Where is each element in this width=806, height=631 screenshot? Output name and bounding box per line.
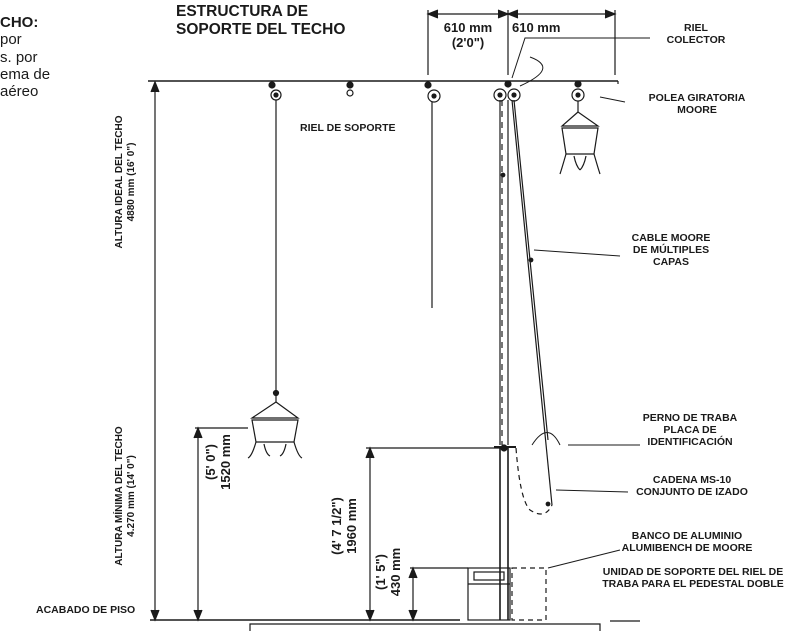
diagram-title: ESTRUCTURA DE SOPORTE DEL TECHO [176,3,345,39]
cable-line-2: DE MÚLTIPLES [632,244,710,257]
unidad-line-1: UNIDAD DE SOPORTE DEL RIEL DE [602,566,784,578]
altura-minima-line-1: ALTURA MÍNIMA DEL TECHO [114,426,125,566]
vlabel-altura-minima: ALTURA MÍNIMA DEL TECHO 4.270 mm (14' 0"… [114,396,137,596]
dim-1960-line-2: 1960 mm [343,498,359,554]
cadena-line-1: CADENA MS-10 [652,474,732,486]
acabado-text: ACABADO DE PISO [36,604,136,616]
sling-left [247,389,303,459]
dim-430-line-1: (1' 5") [373,554,388,590]
polea-line-2: MOORE [677,104,717,117]
dim-left-mm: 610 mm [443,20,493,35]
dim-right-610: 610 mm [512,20,561,36]
trolley-3 [424,81,441,103]
vlabel-1520: (5' 0") 1520 mm [203,402,234,522]
trolley-right [571,80,585,102]
perno-line-2: PLACA DE [663,424,717,437]
dim-left-610: 610 mm (2'0") [432,20,504,51]
perno-line-3: IDENTIFICACIÓN [647,436,733,449]
sling-right [559,101,601,175]
label-riel-colector: RIEL COLECTOR [656,22,736,46]
label-cadena: CADENA MS-10 CONJUNTO DE IZADO [624,474,760,498]
polea-line-1: POLEA GIRATORIA [648,92,746,104]
banco-line-1: BANCO DE ALUMINIO [631,530,743,542]
collector-pulley [493,80,521,102]
label-acabado: ACABADO DE PISO [36,604,135,616]
title-line-2: SOPORTE DEL TECHO [176,20,346,38]
riel-colector-line-2: COLECTOR [666,34,726,47]
altura-ideal-line-1: ALTURA IDEAL DEL TECHO [114,115,125,249]
trolley-2 [346,81,354,97]
corner-text: CHO: por s. por ema de aéreo [0,14,50,100]
title-line-1: ESTRUCTURA DE [176,3,309,20]
floor-plate [249,623,601,631]
corner-line-4: ema de [0,65,51,83]
dim-1520-line-1: (5' 0") [203,444,218,480]
trolley-1 [268,81,282,101]
vlabel-1960: (4' 7 1/2") 1960 mm [329,466,360,586]
dim-1520-line-2: 1520 mm [217,434,233,490]
corner-line-3: s. por [0,48,38,66]
cable-line-1: CABLE MOORE [631,232,711,244]
label-banco: BANCO DE ALUMINIO ALUMIBENCH DE MOORE [614,530,760,554]
riel-soporte-text: RIEL DE SOPORTE [300,122,396,134]
cadena-line-2: CONJUNTO DE IZADO [636,486,748,499]
dim-430-line-2: 430 mm [387,547,403,597]
corner-line-5: aéreo [0,83,39,100]
corner-line-1: CHO: [0,14,39,31]
altura-minima-line-2: 4.270 mm (14' 0") [125,455,137,537]
cable-line-3: CAPAS [653,256,689,269]
vlabel-altura-ideal: ALTURA IDEAL DEL TECHO 4880 mm (16' 0") [114,92,137,272]
vlabel-430: (1' 5") 430 mm [373,532,404,612]
altura-ideal-line-2: 4880 mm (16' 0") [125,142,137,222]
banco-line-2: ALUMIBENCH DE MOORE [621,542,753,555]
label-perno: PERNO DE TRABA PLACA DE IDENTIFICACIÓN [630,412,750,448]
aluminium-bench [467,567,511,621]
corner-line-2: por [0,31,22,49]
label-unidad: UNIDAD DE SOPORTE DEL RIEL DE TRABA PARA… [588,566,798,590]
dim-right-mm: 610 mm [512,20,561,35]
label-riel-soporte: RIEL DE SOPORTE [300,122,396,134]
riel-colector-line-1: RIEL [684,22,708,34]
perno-line-1: PERNO DE TRABA [642,412,738,424]
support-unit [511,567,547,621]
unidad-line-2: TRABA PARA EL PEDESTAL DOBLE [602,578,784,591]
label-cable: CABLE MOORE DE MÚLTIPLES CAPAS [616,232,726,268]
label-polea: POLEA GIRATORIA MOORE [622,92,772,116]
dim-left-ft: (2'0") [451,34,485,50]
dim-1960-line-1: (4' 7 1/2") [329,497,344,555]
